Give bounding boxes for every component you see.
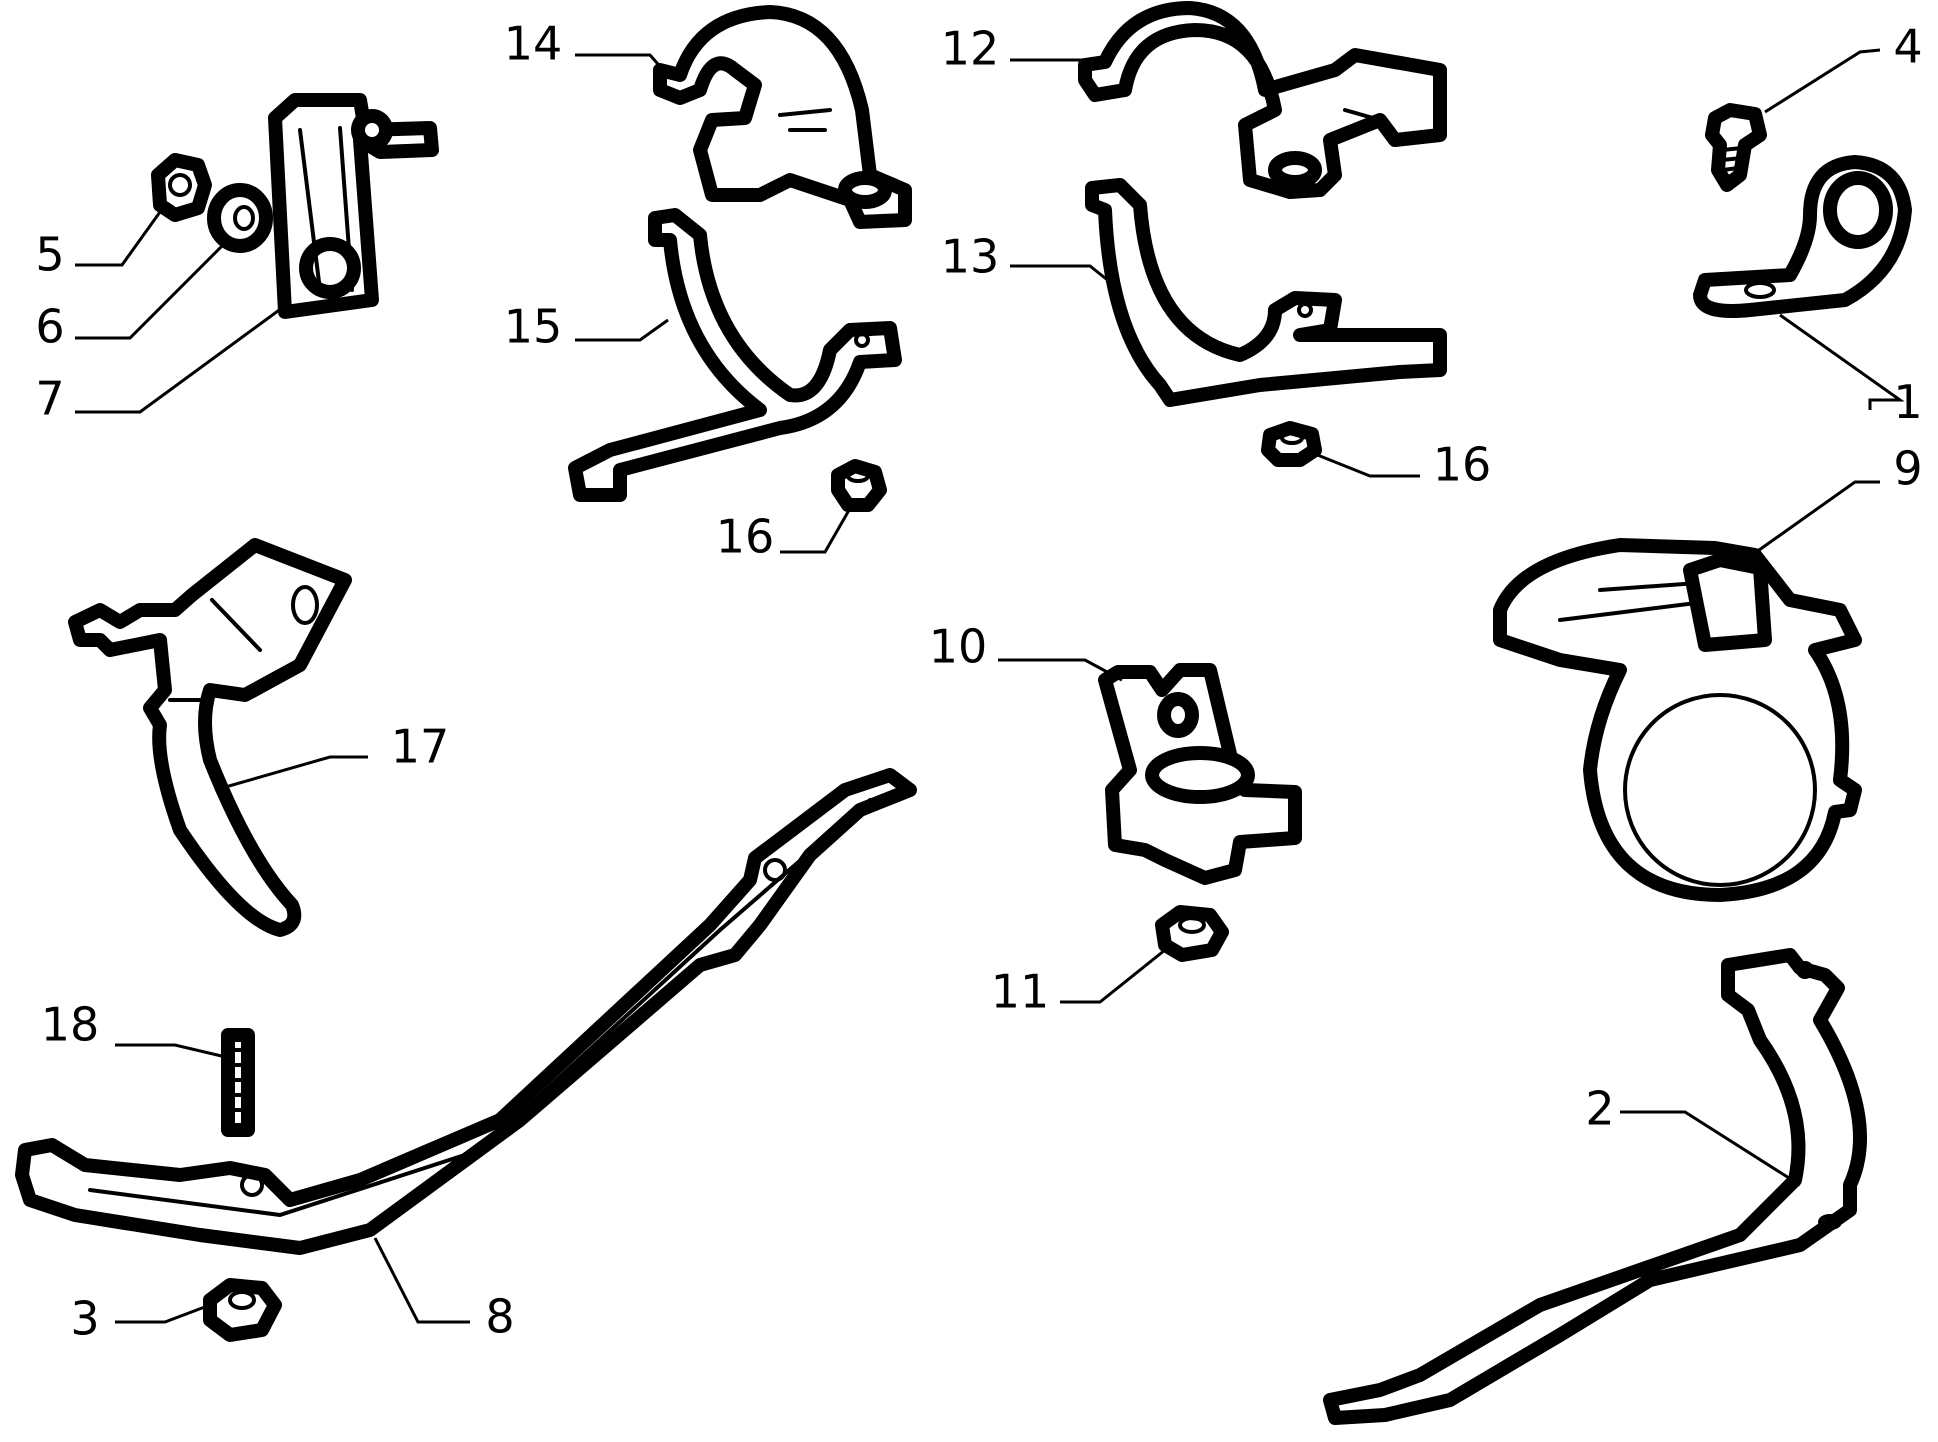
callout-5: 5: [35, 228, 64, 282]
callout-4: 4: [1893, 20, 1922, 74]
part-16b-nut: [1261, 421, 1322, 467]
callout-9: 9: [1893, 442, 1922, 496]
callout-13: 13: [941, 230, 1000, 284]
leader-9: [1744, 480, 1880, 562]
callout-11: 11: [991, 965, 1050, 1019]
leader-10: [998, 658, 1123, 682]
part-8-bracket: [15, 768, 917, 1255]
leader-5: [75, 204, 167, 267]
leader-2: [1620, 1110, 1801, 1187]
leader-18: [115, 1043, 231, 1060]
leader-7: [75, 306, 283, 414]
part-1-clip: [1693, 155, 1912, 318]
part-13-clamp: [1085, 178, 1447, 407]
leader-lines: [75, 48, 1905, 1324]
part-12-clamp: [1078, 1, 1447, 199]
callout-7: 7: [35, 372, 64, 426]
part-17-bracket: [68, 538, 352, 937]
callout-6: 6: [35, 300, 64, 354]
callout-labels: 1 2 3 4 5 6 7 8 9 10 11 12 13 14 15 16 1…: [35, 17, 1922, 1346]
leader-14: [575, 53, 667, 73]
callout-3: 3: [70, 1292, 99, 1346]
leader-17: [214, 755, 368, 792]
callout-17: 17: [391, 720, 450, 774]
callout-1: 1: [1893, 375, 1922, 429]
part-6-washer: [207, 183, 273, 253]
leader-3: [115, 1303, 211, 1324]
part-14-clamp: [653, 5, 912, 229]
callout-15: 15: [504, 300, 563, 354]
callout-14: 14: [504, 17, 563, 71]
part-9-clamp: [1493, 538, 1862, 902]
callout-18: 18: [41, 998, 100, 1052]
leader-4: [1764, 48, 1881, 114]
callout-12: 12: [941, 22, 1000, 76]
part-11-nut: [1155, 905, 1229, 962]
part-16a-nut: [831, 459, 887, 512]
callout-2: 2: [1585, 1082, 1614, 1136]
leader-16b: [1304, 448, 1420, 478]
callout-16a: 16: [716, 510, 775, 564]
part-15-clamp: [568, 208, 902, 502]
part-4-bolt: [1705, 103, 1767, 192]
part-2-bracket: [1323, 948, 1867, 1425]
leader-15: [575, 318, 669, 342]
callout-10: 10: [929, 620, 988, 674]
leader-13: [1010, 264, 1111, 284]
leader-11: [1060, 948, 1166, 1004]
callout-16b: 16: [1433, 438, 1492, 492]
part-3-nut: [203, 1278, 282, 1342]
leader-8: [373, 1237, 470, 1324]
part-18-stud: [221, 1028, 255, 1137]
part-7-bracket: [268, 93, 439, 319]
leader-1: [1779, 313, 1905, 410]
leader-16a: [780, 504, 854, 554]
part-10-mount: [1098, 663, 1302, 885]
callout-8: 8: [485, 1290, 514, 1344]
leader-6: [75, 238, 230, 340]
